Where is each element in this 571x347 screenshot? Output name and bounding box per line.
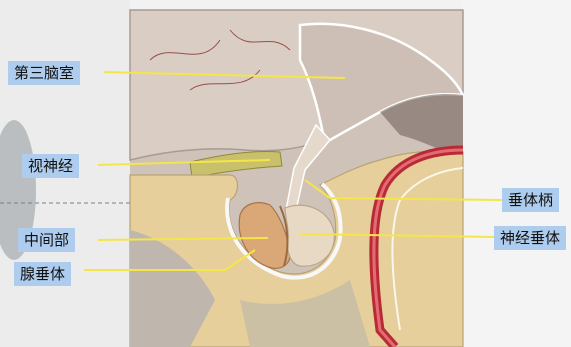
- label-text: 第三脑室: [14, 61, 74, 85]
- label-adenohypophysis: 腺垂体: [14, 262, 71, 286]
- label-pituitary-stalk: 垂体柄: [502, 188, 559, 212]
- label-text: 垂体柄: [508, 188, 553, 212]
- label-text: 视神经: [28, 154, 73, 178]
- label-optic-nerve: 视神经: [22, 154, 79, 178]
- label-text: 腺垂体: [20, 262, 65, 286]
- label-pars-intermedia: 中间部: [18, 228, 75, 252]
- label-text: 中间部: [24, 228, 69, 252]
- right-margin: [463, 0, 571, 347]
- label-third-ventricle: 第三脑室: [8, 61, 80, 85]
- label-neurohypophysis: 神经垂体: [494, 226, 566, 250]
- label-text: 神经垂体: [500, 226, 560, 250]
